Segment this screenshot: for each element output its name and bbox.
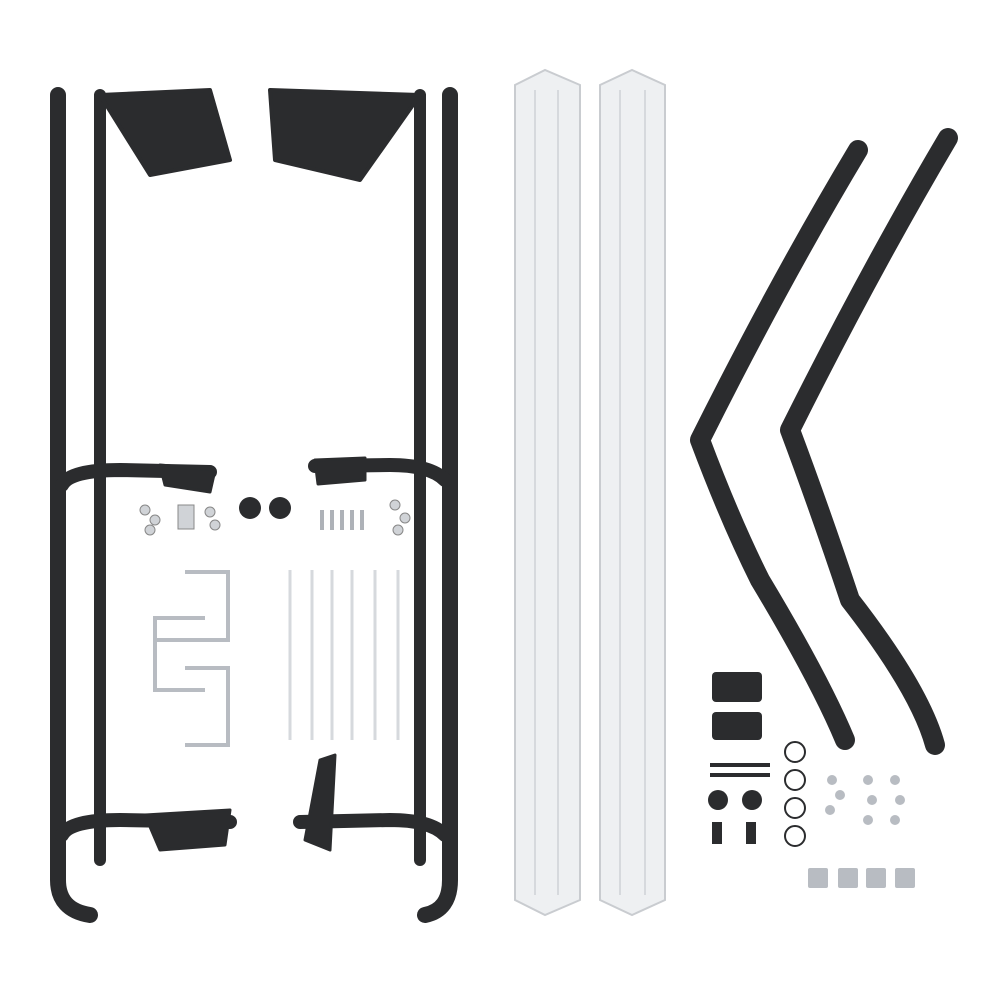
- curved-step-tube-left: [690, 140, 868, 750]
- hardware-set-right: [708, 672, 915, 888]
- curved-step-tube-right: [780, 128, 958, 755]
- running-board-right: [599, 68, 666, 917]
- hardware-set-center-left: [139, 497, 411, 747]
- right-side-frame: [268, 87, 458, 923]
- left-side-frame: [50, 87, 237, 923]
- running-board-left: [514, 68, 581, 917]
